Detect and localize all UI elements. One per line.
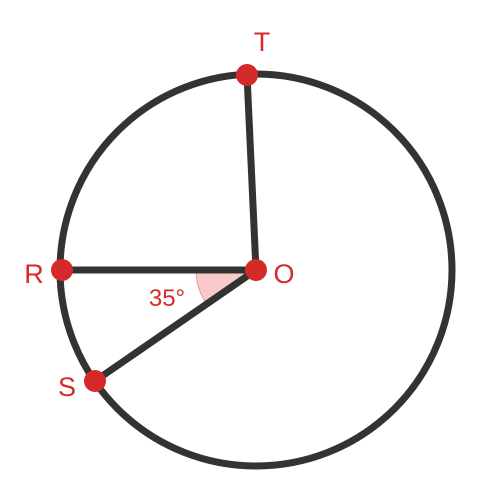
point-o [245, 259, 267, 281]
label-r: R [24, 259, 44, 289]
segment-os [91, 266, 260, 385]
point-s [84, 370, 106, 392]
point-r [51, 259, 73, 281]
point-t [236, 64, 258, 86]
label-o: O [273, 259, 294, 289]
label-s: S [58, 372, 76, 402]
angle-label: 35° [149, 285, 185, 312]
label-t: T [254, 27, 271, 57]
segment-ot [243, 71, 260, 274]
